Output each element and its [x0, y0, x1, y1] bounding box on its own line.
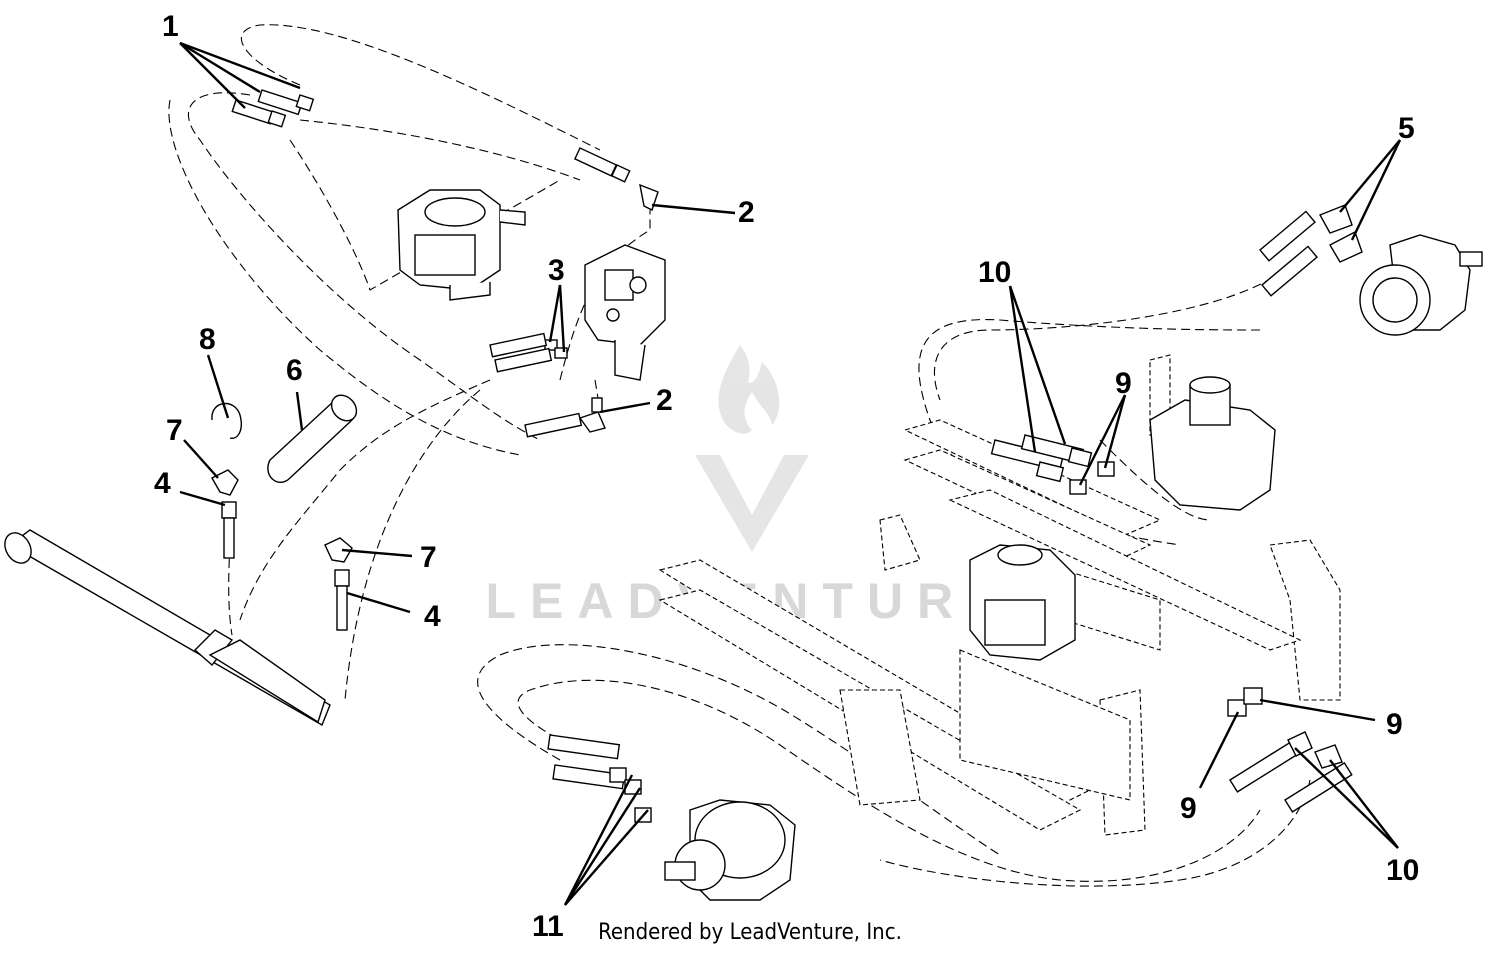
callout-11: 11: [532, 910, 564, 943]
callout-8: 8: [199, 323, 216, 356]
callout-9-top: 9: [1115, 367, 1132, 400]
watermark-logo: [695, 345, 809, 552]
right-frame-assembly: [477, 204, 1483, 901]
callout-2-lower: 2: [656, 384, 673, 417]
left-hose-routing: [4, 24, 666, 727]
callout-6: 6: [286, 354, 303, 387]
callout-4-right: 4: [424, 600, 441, 633]
callout-5: 5: [1398, 112, 1415, 145]
callout-7-left: 7: [166, 414, 183, 447]
callout-3: 3: [548, 254, 565, 287]
callout-10-top: 10: [978, 256, 1011, 289]
callout-9-right: 9: [1386, 708, 1403, 741]
leader-lines: [179, 41, 1402, 906]
callout-1: 1: [162, 10, 179, 43]
callout-9-bottom: 9: [1180, 792, 1197, 825]
callout-7-right: 7: [420, 541, 437, 574]
callout-numbers: 1 2 2 3 4 4 5 6 7 7 8 9 9 9 10 10 11: [154, 10, 1419, 943]
callout-4-left: 4: [154, 467, 171, 500]
callout-2-upper: 2: [738, 196, 755, 229]
callout-10-bottom: 10: [1386, 854, 1419, 887]
footer-credit: Rendered by LeadVenture, Inc.: [598, 920, 902, 945]
